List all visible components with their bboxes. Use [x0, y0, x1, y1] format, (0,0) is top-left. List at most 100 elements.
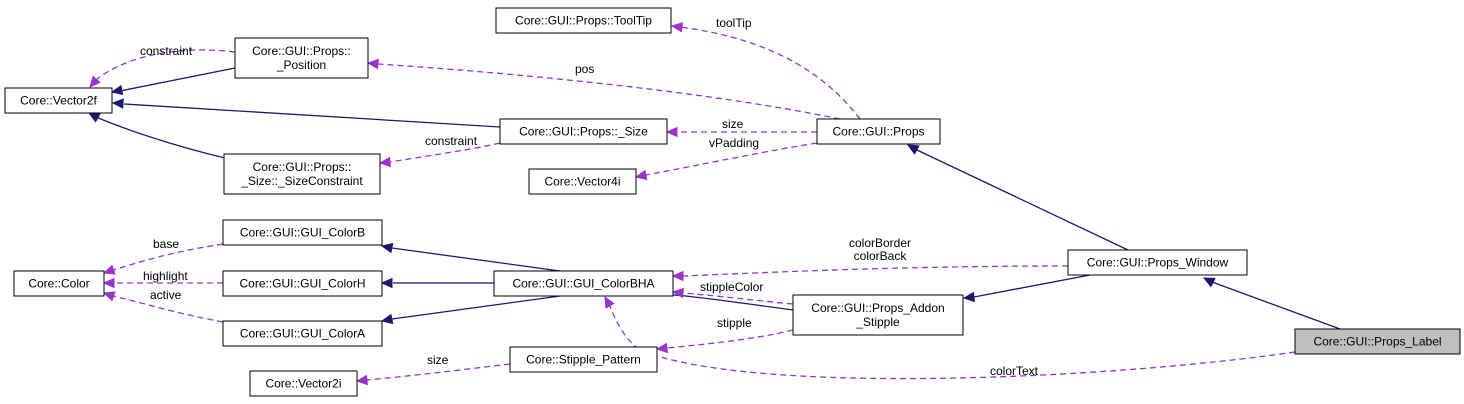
node-label-color: Core::Color — [28, 277, 89, 291]
node-box-colorb — [222, 219, 383, 246]
node-box-props — [816, 118, 941, 145]
node-label-vector4i: Core::Vector4i — [544, 175, 620, 189]
node-label-addonstipple: Core::GUI::Props_Addon — [811, 301, 944, 315]
edge-propslabel-to-propswindow-arrowhead — [1202, 277, 1216, 288]
node-label-position: _Position — [276, 58, 326, 72]
edge-label-vpadding: vPadding — [709, 136, 759, 150]
node-label-vector2i: Core::Vector2i — [265, 377, 341, 391]
node-label-colorh: Core::GUI::GUI_ColorH — [239, 277, 365, 291]
node-label-propswindow: Core::GUI::Props_Window — [1087, 256, 1229, 270]
edge-propswindow-to-props — [906, 144, 1129, 251]
node-sizeconstraint[interactable]: Core::GUI::Props::_Size::_SizeConstraint — [223, 153, 381, 195]
edge-colorh-to-color-highlight — [102, 277, 223, 289]
node-box-size — [499, 118, 668, 145]
node-box-vector2i — [249, 370, 358, 397]
node-colorh[interactable]: Core::GUI::GUI_ColorH — [222, 270, 383, 297]
edge-addonstipple-to-colorbha-stipplecolor — [671, 287, 794, 305]
edge-colorbha-to-colora-arrowhead — [380, 313, 394, 325]
edge-line-propswindow-to-props — [916, 149, 1129, 251]
edge-position-to-vector2f-constraint-arrowhead — [89, 75, 101, 88]
edge-line-sizeconstraint-to-vector2f — [95, 116, 226, 159]
node-propswindow[interactable]: Core::GUI::Props_Window — [1067, 249, 1248, 276]
edge-props-to-size — [665, 126, 817, 138]
edge-label-size: size — [722, 117, 744, 131]
edge-stipplepattern-to-vector2i — [355, 363, 511, 386]
edge-position-to-vector2f-arrowhead — [110, 84, 124, 96]
edge-sizeconstraint-to-vector2f — [87, 112, 226, 159]
node-vector2i[interactable]: Core::Vector2i — [249, 370, 358, 397]
edge-addonstipple-to-colorbha-stipplecolor-arrowhead — [671, 287, 684, 299]
edge-label-constraint_pos: constraint — [140, 44, 193, 58]
edge-line-addonstipple-to-stipplepattern — [666, 329, 794, 349]
node-colora[interactable]: Core::GUI::GUI_ColorA — [222, 320, 383, 347]
node-vector4i[interactable]: Core::Vector4i — [528, 168, 637, 195]
edge-label-stipplecolor: stippleColor — [700, 280, 763, 294]
node-vector2f[interactable]: Core::Vector2f — [4, 87, 113, 114]
node-color[interactable]: Core::Color — [13, 270, 105, 297]
node-stipplepattern[interactable]: Core::Stipple_Pattern — [509, 346, 658, 373]
node-label-vector2f: Core::Vector2f — [20, 94, 97, 108]
edge-line-propswindow-to-colorbha — [682, 265, 1069, 277]
edge-propswindow-to-addonstipple-arrowhead — [962, 291, 975, 303]
node-position[interactable]: Core::GUI::Props::_Position — [234, 37, 369, 79]
edge-line-props-to-tooltip — [679, 26, 861, 120]
edge-colora-to-color-active-arrowhead — [102, 291, 116, 302]
node-box-colora — [222, 320, 383, 347]
node-addonstipple[interactable]: Core::GUI::Props_Addon_Stipple — [792, 294, 964, 336]
edge-colora-to-color-active — [102, 291, 224, 323]
edge-props-to-tooltip — [670, 22, 861, 120]
node-label-colora: Core::GUI::GUI_ColorA — [240, 327, 365, 341]
edge-label-colorborder_back: colorBorder — [849, 236, 911, 250]
edge-label-colorborder_back: colorBack — [854, 249, 908, 263]
edge-line-colorbha-to-colorb — [391, 247, 561, 272]
node-size[interactable]: Core::GUI::Props::_Size — [499, 118, 668, 145]
node-tooltip[interactable]: Core::GUI::Props::ToolTip — [495, 7, 672, 34]
node-propslabel[interactable]: Core::GUI::Props_Label — [1294, 328, 1461, 355]
edge-props-to-position — [366, 58, 841, 120]
node-label-colorbha: Core::GUI::GUI_ColorBHA — [512, 277, 654, 291]
edge-size-to-vector2f-arrowhead — [111, 98, 124, 109]
node-label-sizeconstraint: _Size::_SizeConstraint — [240, 174, 363, 188]
edge-propswindow-to-props-arrowhead — [906, 144, 920, 155]
edge-label-highlight: highlight — [143, 269, 188, 283]
node-box-sizeconstraint — [223, 153, 381, 195]
edge-label-active: active — [150, 288, 182, 302]
node-box-colorh — [222, 270, 383, 297]
edge-label-tooltip: toolTip — [716, 16, 752, 30]
node-label-sizeconstraint: Core::GUI::Props:: — [253, 160, 352, 174]
edge-line-propslabel-to-propswindow — [1211, 281, 1341, 330]
edge-propslabel-to-colorbha-colortext — [604, 295, 1296, 380]
edge-props-to-vector4i-arrowhead — [634, 169, 648, 181]
node-box-vector2f — [4, 87, 113, 114]
node-label-position: Core::GUI::Props:: — [252, 44, 351, 58]
edge-size-to-sizeconstraint-arrowhead — [378, 156, 391, 168]
edge-line-size-to-vector2f — [123, 103, 501, 128]
edge-stipplepattern-to-vector2i-arrowhead — [355, 374, 368, 386]
node-props[interactable]: Core::GUI::Props — [816, 118, 941, 145]
edge-label-pos: pos — [575, 62, 594, 76]
edge-label-size_stipple: size — [427, 353, 449, 367]
node-box-stipplepattern — [509, 346, 658, 373]
edge-colorh-to-color-highlight-arrowhead — [102, 277, 115, 289]
edge-colorbha-to-colorh — [380, 277, 494, 289]
edge-line-addonstipple-to-colorbha-stipplecolor — [682, 292, 794, 305]
edge-label-base: base — [153, 237, 179, 251]
edge-colorbha-to-colorb-arrowhead — [380, 242, 394, 254]
node-label-stipplepattern: Core::Stipple_Pattern — [526, 353, 641, 367]
node-label-size: Core::GUI::Props::_Size — [519, 125, 648, 139]
edge-line-position-to-vector2f — [119, 67, 236, 92]
edge-line-colorbha-to-colora — [391, 295, 561, 320]
edge-colorbha-to-colorh-arrowhead — [380, 277, 393, 289]
node-box-addonstipple — [792, 294, 964, 336]
node-colorbha[interactable]: Core::GUI::GUI_ColorBHA — [493, 270, 674, 297]
node-box-propswindow — [1067, 249, 1248, 276]
edge-size-to-vector2f — [111, 98, 501, 128]
node-box-tooltip — [495, 7, 672, 34]
edge-size-to-sizeconstraint — [378, 142, 501, 168]
edge-propswindow-to-colorbha-arrowhead — [671, 270, 684, 282]
edge-sizeconstraint-to-vector2f-arrowhead — [87, 112, 101, 123]
node-box-colorbha — [493, 270, 674, 297]
node-label-colorb: Core::GUI::GUI_ColorB — [240, 226, 365, 240]
node-colorb[interactable]: Core::GUI::GUI_ColorB — [222, 219, 383, 246]
